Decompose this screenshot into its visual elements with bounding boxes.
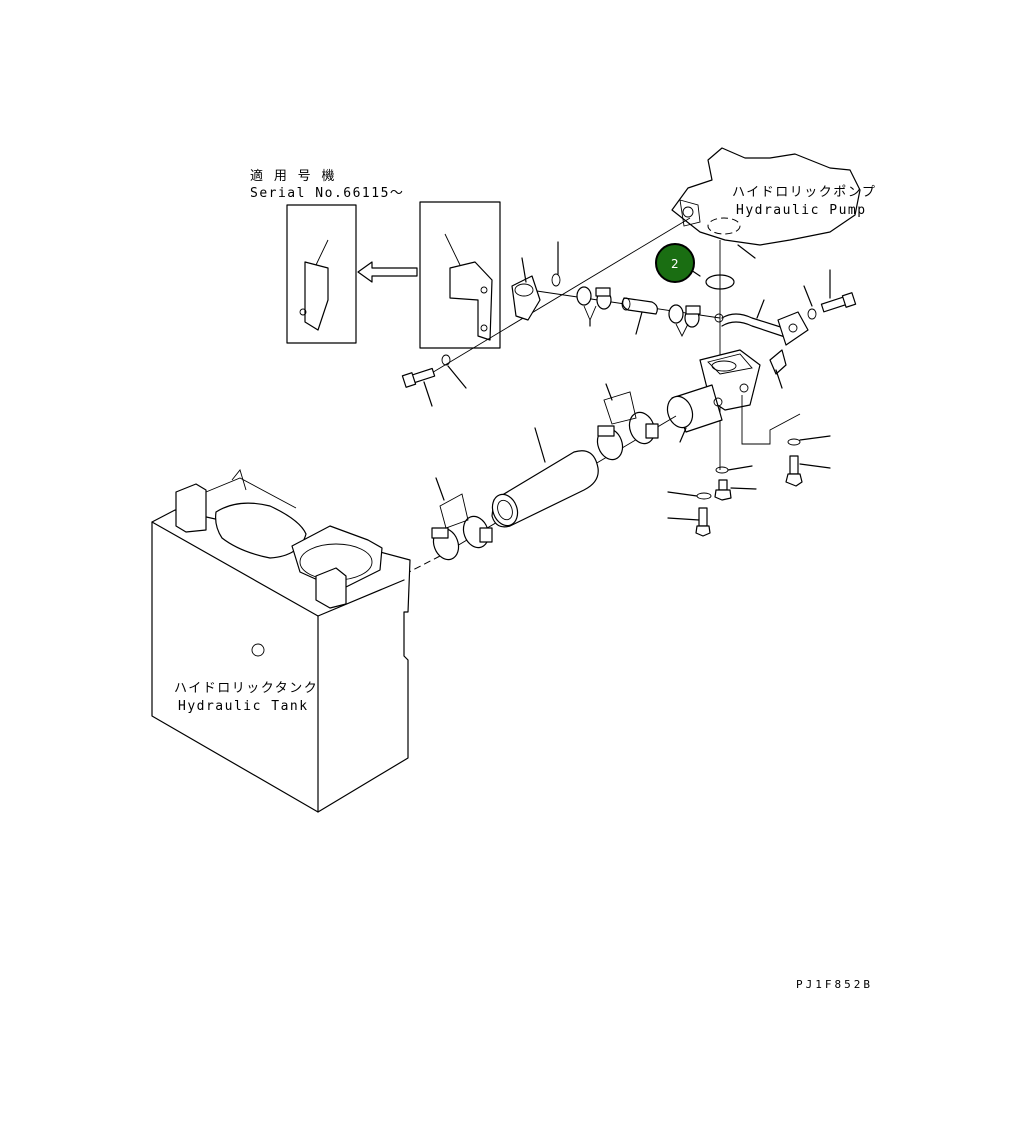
bracket-bolt-left bbox=[401, 354, 467, 407]
callout-number[interactable]: 2 bbox=[671, 257, 679, 271]
small-hose bbox=[621, 297, 658, 335]
original-bracket-box bbox=[419, 201, 501, 349]
serial-label-en: Serial No.66115～ bbox=[250, 186, 404, 201]
block-leader bbox=[775, 369, 783, 389]
tank-label-jp: ハイドロリックタンク bbox=[174, 681, 318, 696]
hydraulic-tank bbox=[151, 469, 411, 813]
suction-hose bbox=[491, 427, 599, 528]
clip-pair-left bbox=[576, 286, 612, 327]
drain-tube bbox=[714, 311, 809, 375]
tube-leader bbox=[756, 299, 765, 319]
elbow-leader bbox=[679, 427, 687, 443]
pump-label-en: Hydraulic Pump bbox=[736, 203, 867, 218]
clamp-near-elbow bbox=[596, 383, 659, 461]
bracket-axis-line bbox=[419, 217, 691, 381]
clip-pair-right bbox=[668, 304, 701, 338]
flange-bolt-right bbox=[803, 269, 857, 320]
callout-circle[interactable] bbox=[655, 243, 695, 283]
serial-variant-box bbox=[286, 204, 357, 344]
tank-label-en: Hydraulic Tank bbox=[178, 699, 309, 714]
callout-marker-2[interactable]: 2 bbox=[655, 243, 695, 283]
mount-hardware bbox=[667, 395, 831, 537]
bracket-washer bbox=[551, 273, 561, 287]
support-bracket bbox=[511, 257, 541, 321]
pump-label-jp: ハイドロリックポンプ bbox=[732, 185, 876, 200]
drawing-code: PJ1F852B bbox=[796, 978, 873, 991]
pump-leader bbox=[737, 244, 756, 259]
suction-elbow bbox=[666, 349, 761, 433]
hydraulic-pump bbox=[671, 147, 861, 246]
variant-arrow bbox=[357, 261, 418, 283]
serial-label-jp: 適 用 号 機 bbox=[250, 168, 336, 184]
clamp-near-tank bbox=[431, 477, 493, 561]
